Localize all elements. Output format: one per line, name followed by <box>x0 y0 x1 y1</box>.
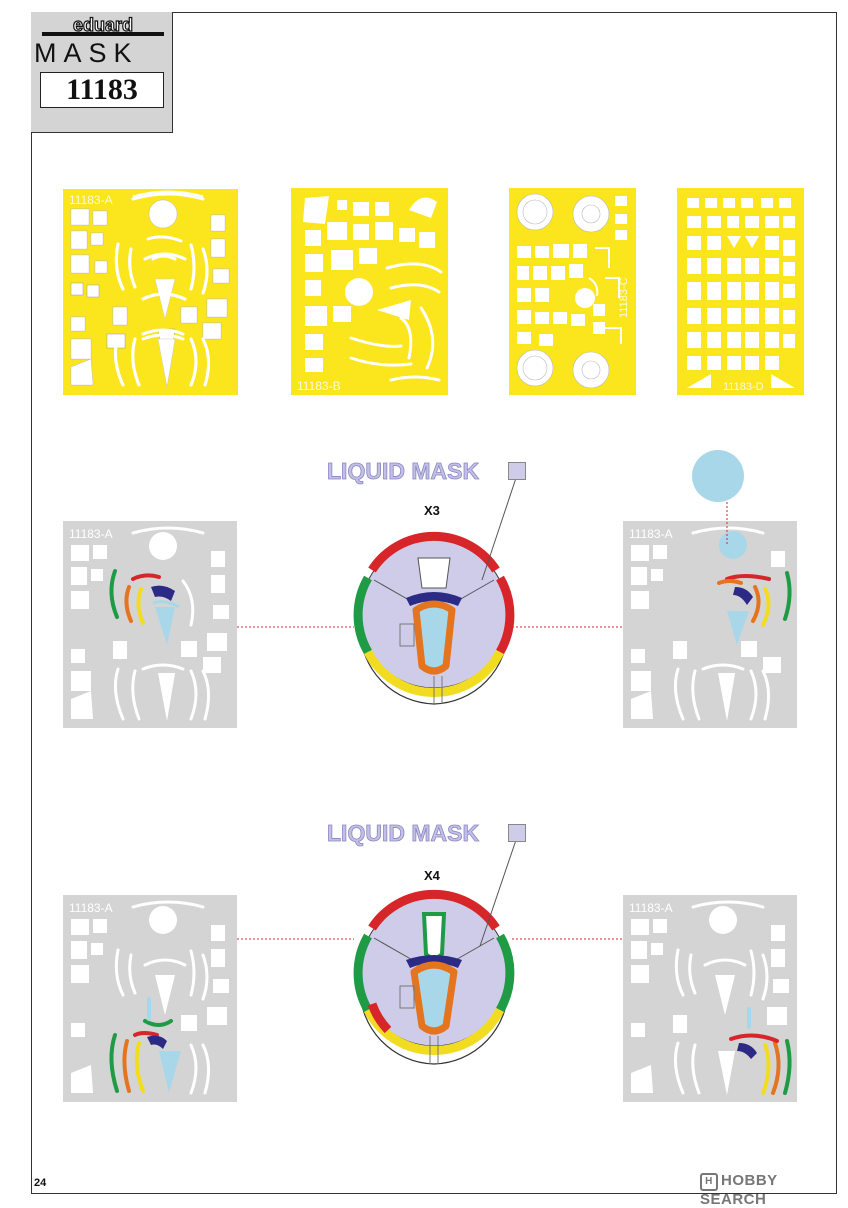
product-line: MASK <box>34 38 139 68</box>
mask-sheet-d: 11183-D <box>677 188 804 395</box>
page-number: 24 <box>34 1177 47 1189</box>
page-frame <box>31 12 837 1194</box>
kit-number: 11183 <box>40 72 164 108</box>
step2-right-sheet-label: 11183-A <box>629 901 673 915</box>
sheet-label-b: 11183-B <box>297 379 341 393</box>
eduard-logo: eduard <box>42 16 164 36</box>
mask-sheet-b: 11183-B <box>291 188 448 395</box>
step1-right-sheet-label: 11183-A <box>629 527 673 541</box>
step2-right-sheet: 11183-A <box>623 895 797 1102</box>
canopy-detail-x3 <box>353 531 515 705</box>
multiplier-1: X3 <box>424 503 440 518</box>
multiplier-2: X4 <box>424 868 440 883</box>
step1-left-sheet: 11183-A <box>63 521 237 728</box>
sheet-label-d: 11183-D <box>723 381 764 393</box>
liquid-mask-label-1: LIQUID MASK <box>327 458 480 485</box>
liquid-mask-label-2: LIQUID MASK <box>327 820 480 847</box>
step1-left-sheet-label: 11183-A <box>69 527 113 541</box>
step2-left-sheet-label: 11183-A <box>69 901 113 915</box>
mask-sheet-c: 11183-C <box>509 188 636 395</box>
step2-left-sheet: 11183-A <box>63 895 237 1102</box>
canopy-detail-x4 <box>353 889 515 1065</box>
svg-text:eduard: eduard <box>73 16 133 35</box>
liquid-mask-swatch-2 <box>508 824 526 842</box>
callout-circle <box>692 450 744 502</box>
liquid-mask-swatch-1 <box>508 462 526 480</box>
sheet-label-c: 11183-C <box>618 277 630 318</box>
sheet-label-a: 11183-A <box>69 193 113 207</box>
step1-right-sheet: 11183-A <box>623 521 797 728</box>
hobby-search-logo-icon: H <box>700 1173 718 1191</box>
